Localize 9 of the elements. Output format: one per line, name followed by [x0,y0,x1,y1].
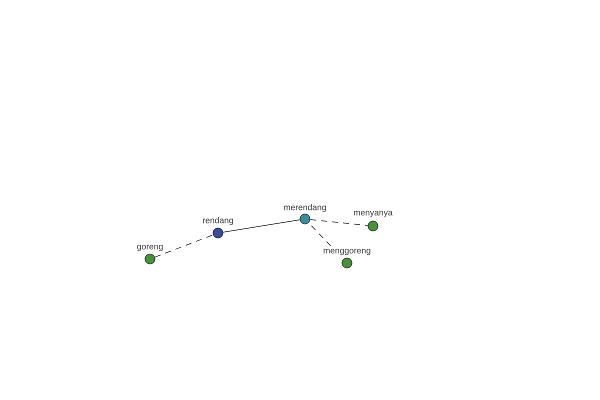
node-label: rendang [202,217,234,225]
connector-line [310,219,368,226]
node-label: goreng [137,244,163,252]
connector-line [311,225,334,249]
node-label: merendang [284,204,326,212]
connector-line [222,220,300,232]
node-label: menyanya [354,210,393,218]
node-label: menggoreng [324,248,370,256]
connector-line [154,234,214,258]
